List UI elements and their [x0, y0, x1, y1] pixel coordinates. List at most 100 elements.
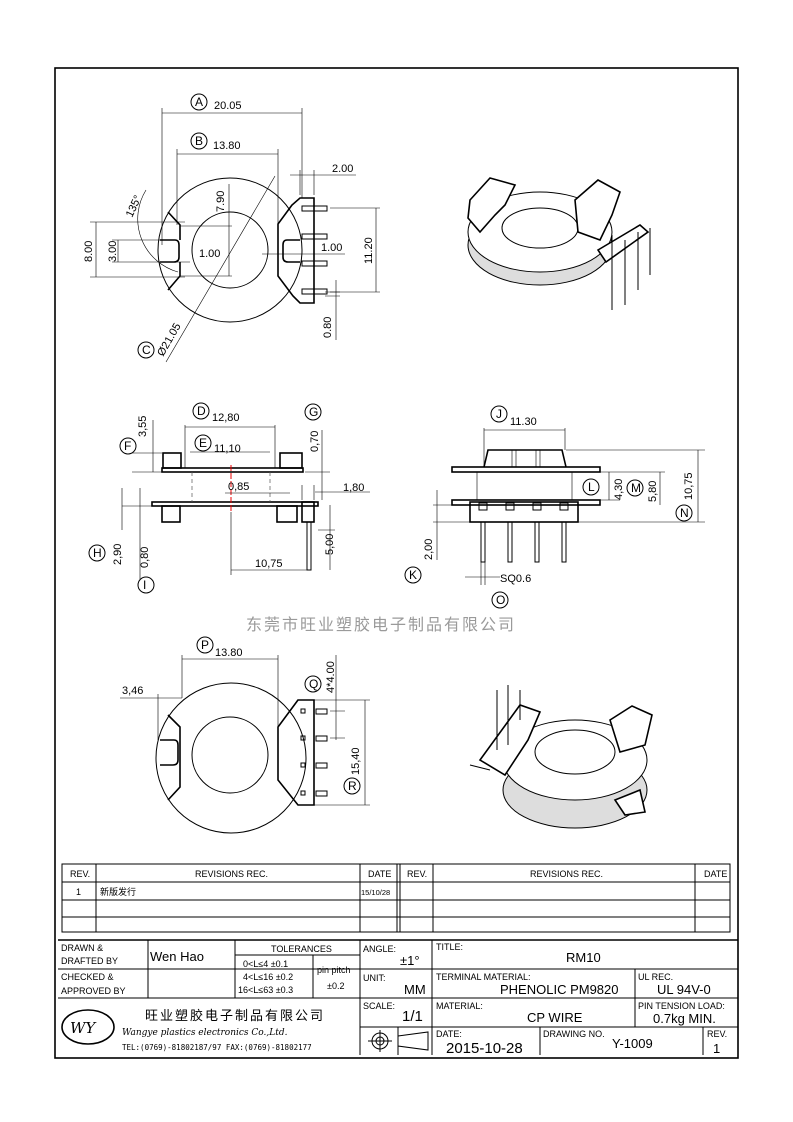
isometric-view-top [467, 177, 651, 310]
callout-O [491, 591, 509, 609]
checked-label: CHECKED & [61, 972, 114, 982]
callout-R [343, 777, 361, 795]
pin [315, 708, 328, 715]
callout-P [196, 636, 214, 654]
terminal-block [277, 699, 315, 806]
callout-D [192, 402, 210, 420]
dim-wall: 0,85 [228, 481, 249, 493]
callout-M-tag: M [631, 481, 641, 495]
company-contact: TEL:(0769)-81802187/97 FAX:(0769)-818021… [122, 1043, 312, 1052]
terminal-body [469, 501, 579, 523]
dim-M-value: 5,80 [647, 481, 659, 502]
callout-F [119, 437, 137, 455]
callout-H [88, 544, 106, 562]
isometric-view-bottom [469, 685, 653, 829]
pin [561, 521, 567, 563]
callout-E [194, 434, 212, 452]
terminal-material-label: TERMINAL MATERIAL: [436, 972, 531, 982]
dim-slot-outer: 8.00 [83, 241, 95, 262]
ul-value: UL 94V-0 [657, 982, 711, 997]
dim-L: L 4,30 [582, 478, 625, 500]
dim-B-value: 13.80 [213, 140, 241, 152]
unit-value: MM [404, 982, 426, 997]
side-view-left: D 12,80 E 11,10 F 3,55 G 0,70 H 2,90 I 0… [88, 402, 370, 594]
dim-E-value: 11,10 [214, 443, 241, 455]
dim-J: J 11.30 [490, 405, 537, 428]
bottom-flange [451, 499, 601, 506]
angle-value: ±1° [400, 953, 420, 968]
dim-A-value: 20.05 [214, 100, 242, 112]
dim-D-value: 12,80 [212, 412, 240, 424]
tolerance-row: 4<L≤16 ±0.2 [243, 972, 293, 982]
approved-label: APPROVED BY [61, 986, 126, 996]
callout-N-tag: N [680, 506, 689, 520]
callout-A [190, 93, 208, 111]
pin [301, 260, 328, 267]
sheet-border [54, 67, 739, 1059]
pin [534, 521, 540, 563]
pin-pitch-value: ±0.2 [327, 981, 344, 991]
dim-notch: 3,46 [122, 685, 143, 697]
tolerance-row: 16<L≤63 ±0.3 [238, 985, 293, 995]
pin [315, 762, 328, 769]
bottom-flange [151, 501, 319, 507]
rev-header-2: REV. [407, 869, 427, 879]
callout-R-tag: R [348, 779, 357, 793]
dim-J-value: 11.30 [510, 416, 537, 428]
dim-Q-value: 4*4.00 [325, 661, 337, 693]
rev-value: 1 [713, 1041, 720, 1056]
pin [480, 521, 486, 563]
dim-A: A 20.05 [190, 93, 242, 112]
flange-outline [157, 177, 303, 323]
dim-pin-reach: 10,75 [255, 558, 283, 570]
rev-header: REV. [70, 869, 90, 879]
dim-E: E 11,10 [194, 434, 241, 455]
drafted-label: DRAFTED BY [61, 956, 118, 966]
company-logo: WY [61, 1009, 115, 1045]
company-name-en: Wangye plastics electronics Co.,Ltd. [122, 1028, 288, 1038]
dim-H: H 2,90 [88, 544, 124, 565]
dim-gap-left: 1.00 [199, 248, 220, 260]
core-hole [191, 211, 269, 289]
dim-R-value: 15,40 [350, 747, 362, 775]
dim-B: B 13.80 [190, 132, 241, 152]
material-label: MATERIAL: [436, 1001, 483, 1011]
dim-P: P 13.80 [196, 636, 243, 659]
revisions-header-2: REVISIONS REC. [530, 869, 603, 879]
pin [315, 735, 328, 742]
pin [301, 205, 328, 212]
callout-I-tag: I [143, 578, 146, 592]
dim-D: D 12,80 [192, 402, 240, 424]
callout-D-tag: D [197, 404, 206, 418]
terminal [301, 501, 315, 523]
dim-O-value: SQ0.6 [500, 573, 531, 585]
revision-number: 1 [76, 887, 81, 897]
dim-H-value: 2,90 [112, 544, 124, 565]
title-block: DRAWN & DRAFTED BY Wen Hao CHECKED & APP… [58, 939, 738, 1057]
rev-label: REV. [707, 1029, 727, 1039]
logo-text: WY [70, 1019, 97, 1037]
title-label: TITLE: [436, 942, 463, 952]
material-value: CP WIRE [527, 1010, 583, 1025]
terminal-block [277, 197, 315, 304]
dim-gap-right: 1.00 [321, 242, 342, 254]
callout-I [137, 576, 155, 594]
top-view: A 20.05 B 13.80 C Ø21.05 135° 7.90 8.00 … [83, 93, 380, 363]
core-hole [191, 716, 269, 794]
ul-label: UL REC. [638, 972, 673, 982]
dim-O: O SQ0.6 [491, 573, 531, 609]
callout-G [304, 403, 322, 421]
dim-pin-offset: 2.00 [332, 163, 353, 175]
drawing-no-label: DRAWING NO. [543, 1029, 605, 1039]
scale-label: SCALE: [363, 1001, 395, 1011]
dim-pin-length: 5,00 [324, 534, 336, 555]
revision-date: 15/10/28 [361, 888, 390, 897]
dim-K-value: 2,00 [423, 539, 435, 560]
callout-L-tag: L [588, 480, 595, 494]
dim-R: R 15,40 [343, 747, 362, 795]
callout-K-tag: K [409, 568, 417, 582]
bottom-view: P 13.80 Q 4*4.00 R 15,40 3,46 [120, 636, 370, 834]
dim-angle: 135° [124, 194, 144, 220]
date-label: DATE: [436, 1029, 462, 1039]
pin [315, 790, 328, 797]
